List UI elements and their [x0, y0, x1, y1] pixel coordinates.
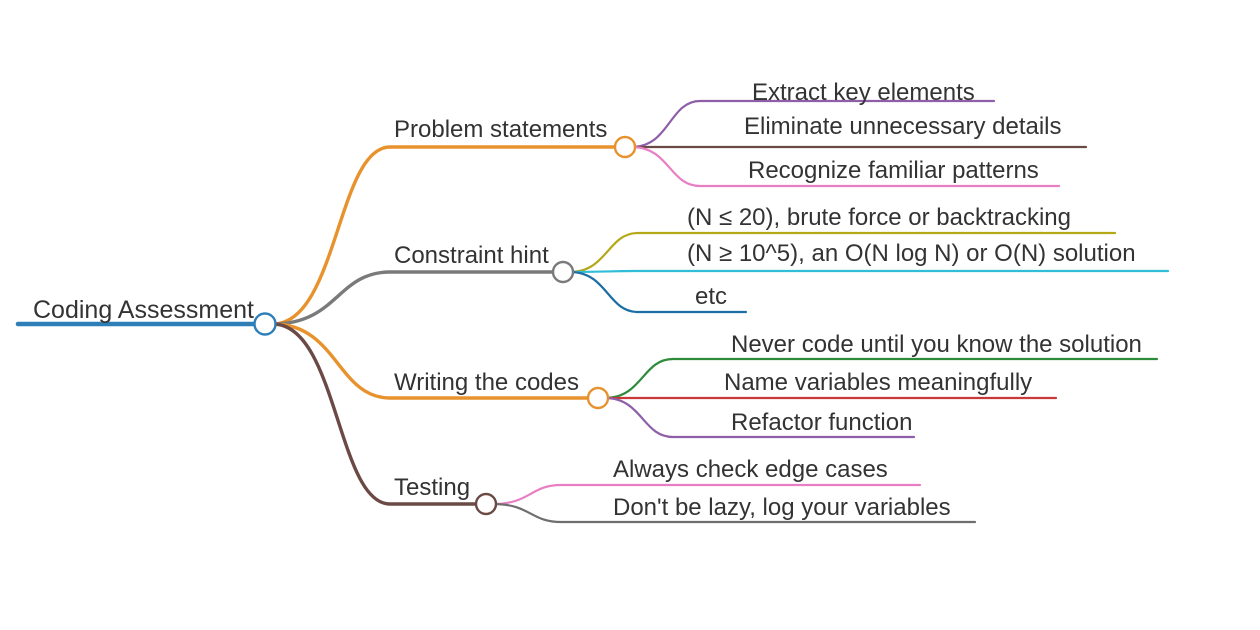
branch-connector-writing-the-codes: [271, 322, 592, 400]
leaf-label-problem-statements-2[interactable]: Recognize familiar patterns: [748, 157, 1039, 184]
leaf-connector-constraint-hint-2: [568, 270, 748, 314]
leaf-label-writing-the-codes-1[interactable]: Name variables meaningfully: [724, 369, 1033, 396]
root-label[interactable]: Coding Assessment: [33, 296, 254, 324]
leaf-label-problem-statements-1[interactable]: Eliminate unnecessary details: [744, 113, 1062, 140]
leaf-label-constraint-hint-2[interactable]: etc: [695, 283, 728, 310]
leaf-connector-problem-statements-0: [630, 99, 996, 149]
branch-node-problem-statements[interactable]: [613, 135, 637, 159]
branch-label-testing[interactable]: Testing: [394, 474, 471, 501]
branch-connector-constraint-hint: [271, 270, 557, 326]
leaf-label-writing-the-codes-2[interactable]: Refactor function: [731, 409, 913, 436]
leaf-connector-constraint-hint-1: [568, 269, 1170, 274]
leaf-label-problem-statements-0[interactable]: Extract key elements: [752, 79, 975, 106]
branch-connector-problem-statements: [271, 145, 619, 326]
branch-node-testing[interactable]: [474, 492, 498, 516]
leaf-label-testing-1[interactable]: Don't be lazy, log your variables: [613, 494, 951, 521]
leaf-label-writing-the-codes-0[interactable]: Never code until you know the solution: [731, 331, 1142, 358]
leaf-connector-writing-the-codes-2: [603, 396, 916, 439]
leaf-label-constraint-hint-0[interactable]: (N ≤ 20), brute force or backtracking: [687, 204, 1071, 231]
leaf-connector-problem-statements-2: [630, 145, 1061, 188]
branch-node-writing-the-codes[interactable]: [586, 386, 610, 410]
leaf-connector-constraint-hint-0: [568, 231, 1117, 274]
leaf-connector-testing-0: [491, 483, 922, 506]
leaf-label-constraint-hint-1[interactable]: (N ≥ 10^5), an O(N log N) or O(N) soluti…: [687, 240, 1136, 267]
root-node[interactable]: [253, 312, 277, 336]
leaf-connector-writing-the-codes-0: [603, 357, 1159, 400]
leaf-label-testing-0[interactable]: Always check edge cases: [613, 456, 888, 483]
branch-label-writing-the-codes[interactable]: Writing the codes: [394, 369, 579, 396]
branch-label-constraint-hint[interactable]: Constraint hint: [394, 242, 549, 269]
branch-label-problem-statements[interactable]: Problem statements: [394, 116, 608, 143]
branch-connector-testing: [271, 322, 480, 506]
leaf-connector-testing-1: [491, 502, 977, 524]
branch-node-constraint-hint[interactable]: [551, 260, 575, 284]
